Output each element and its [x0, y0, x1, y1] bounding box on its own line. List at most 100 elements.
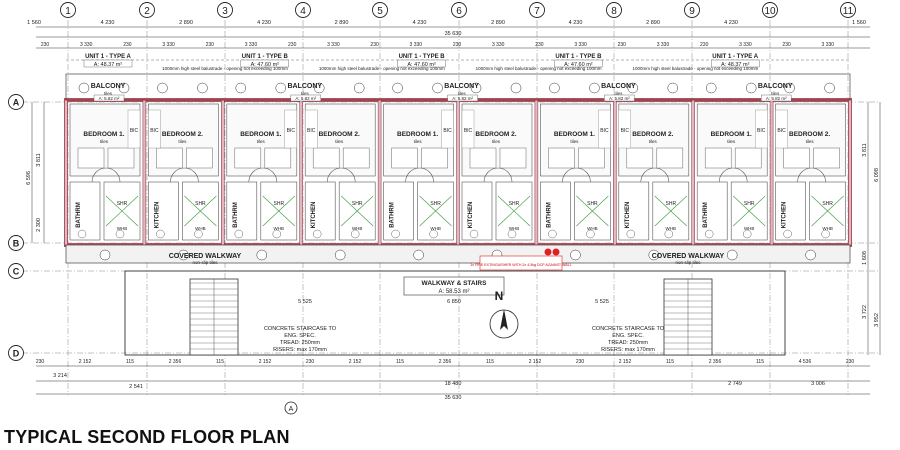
- wet-room: [69, 181, 101, 241]
- staircase-note: CONCRETE STAIRCASE TO: [264, 326, 337, 332]
- unit-area-box: [554, 59, 603, 68]
- window-tag: [570, 249, 581, 261]
- shower-label: SHR: [587, 201, 598, 207]
- party-wall: [456, 99, 460, 246]
- dim-text: 2 749: [728, 381, 742, 387]
- bic-cupboard: [127, 109, 141, 149]
- window-tag: [313, 82, 325, 94]
- balcony-area-box: [761, 94, 792, 102]
- bic-label: BIC: [600, 128, 609, 134]
- arch-opening: [248, 167, 278, 183]
- dim-text: 230: [618, 42, 627, 48]
- unit-area: A: 47.60 m²: [564, 62, 593, 68]
- wet-room-label: BATHRM: [76, 202, 82, 228]
- bed-furniture: [548, 147, 575, 169]
- arch-opening: [718, 167, 748, 183]
- balcony-label: BALCONY: [444, 83, 479, 90]
- balustrade-note: 1000mm high steel balustrade - opening n…: [476, 66, 602, 71]
- toilet-fixture: [469, 229, 479, 239]
- dim-text: 230: [782, 42, 791, 48]
- party-wall: [64, 99, 68, 246]
- basin-label: WHB: [822, 226, 833, 231]
- bic-cupboard: [755, 109, 768, 149]
- dim-text: 2 541: [129, 384, 143, 390]
- toilet-fixture: [77, 229, 87, 239]
- wet-room: [775, 181, 806, 241]
- bed-furniture: [626, 147, 654, 169]
- bedroom-label: BEDROOM 2.: [319, 131, 360, 138]
- grid-column-label: 4: [300, 6, 306, 17]
- arch-opening: [170, 167, 199, 183]
- basin-fixture: [429, 229, 438, 239]
- bed-furniture: [342, 147, 370, 169]
- bic-label: BIC: [777, 128, 786, 134]
- dim-text: 115: [126, 359, 134, 365]
- tiles-label: tiles: [301, 91, 310, 96]
- tiles-label: tiles: [492, 139, 501, 144]
- wet-room: [696, 181, 728, 241]
- bed-furniture: [813, 147, 840, 169]
- grid-row-label: A: [13, 98, 20, 108]
- grid-column-label: 1: [65, 6, 71, 17]
- wet-room: [226, 181, 258, 241]
- staircase-note: ENG. SPEC.: [612, 333, 644, 339]
- unit-name: UNIT 1 - TYPE B: [555, 54, 602, 60]
- grid-bubble: [8, 235, 24, 251]
- grid-column-label: 10: [764, 6, 776, 17]
- window-tag: [589, 82, 600, 94]
- fire-extinguisher-icon: [544, 248, 552, 256]
- dim-text: 230: [370, 42, 379, 48]
- arch-opening: [326, 167, 356, 183]
- unit-name: UNIT 1 - TYPE A: [85, 54, 131, 60]
- staircase-note: TREAD: 250mm: [608, 340, 648, 346]
- bed-furniture: [704, 147, 732, 169]
- balcony-area-box: [290, 94, 321, 102]
- bed-furniture: [77, 147, 105, 169]
- fire-note: 1x FIRE EXTINGUISHER WITH 2x 4.5kg DCP A…: [470, 263, 571, 267]
- tiles-label: tiles: [771, 91, 780, 96]
- dim-text: 230: [700, 42, 709, 48]
- staircase-note: ENG. SPEC.: [284, 333, 316, 339]
- walkway-slab: [124, 270, 786, 356]
- dim-text: 3 330: [574, 42, 587, 48]
- non-slip-label: non-slip tiles: [192, 260, 218, 265]
- dim-text: 2 152: [349, 359, 362, 365]
- dim-text: 230: [453, 42, 462, 48]
- toilet-fixture: [312, 229, 322, 239]
- arch-opening: [483, 167, 513, 183]
- basin-label: WHB: [509, 226, 520, 231]
- bed-furniture: [312, 147, 340, 169]
- dim-text: 2 356: [169, 359, 182, 365]
- bic-label: BIC: [757, 128, 766, 134]
- dim-text: 1 608: [862, 251, 868, 265]
- tiles-label: tiles: [178, 139, 187, 144]
- dim-text: 3 330: [327, 42, 340, 48]
- staircase-note: RISERS: max 170mm: [601, 347, 655, 353]
- party-wall: [769, 99, 774, 246]
- dim-text: 115: [486, 359, 494, 365]
- window-tag: [197, 82, 208, 94]
- dim-text: 3 330: [657, 42, 670, 48]
- dim-text: 5 525: [298, 299, 312, 305]
- staircase-note: RISERS: max 170mm: [273, 347, 327, 353]
- window-tag: [118, 82, 130, 94]
- grid-column-label: 3: [222, 6, 228, 17]
- window-tag: [470, 82, 482, 94]
- bed-furniture: [421, 147, 448, 169]
- dim-text: 3 214: [53, 373, 67, 379]
- window-tag: [510, 82, 522, 94]
- shower-mark: [105, 195, 139, 227]
- unit-area-box: [397, 59, 446, 68]
- toilet-fixture: [156, 229, 165, 239]
- bic-cupboard: [305, 109, 318, 149]
- tiles-label: tiles: [335, 139, 344, 144]
- grid-column-label: 11: [843, 6, 854, 17]
- dim-text: 230: [576, 359, 585, 365]
- tiles-label: tiles: [414, 139, 423, 144]
- window-tag: [235, 82, 247, 94]
- bic-label: BIC: [464, 128, 473, 134]
- basin-fixture: [194, 229, 203, 239]
- bedroom-label: BEDROOM 1.: [554, 131, 595, 138]
- grid-row-label: D: [13, 349, 20, 359]
